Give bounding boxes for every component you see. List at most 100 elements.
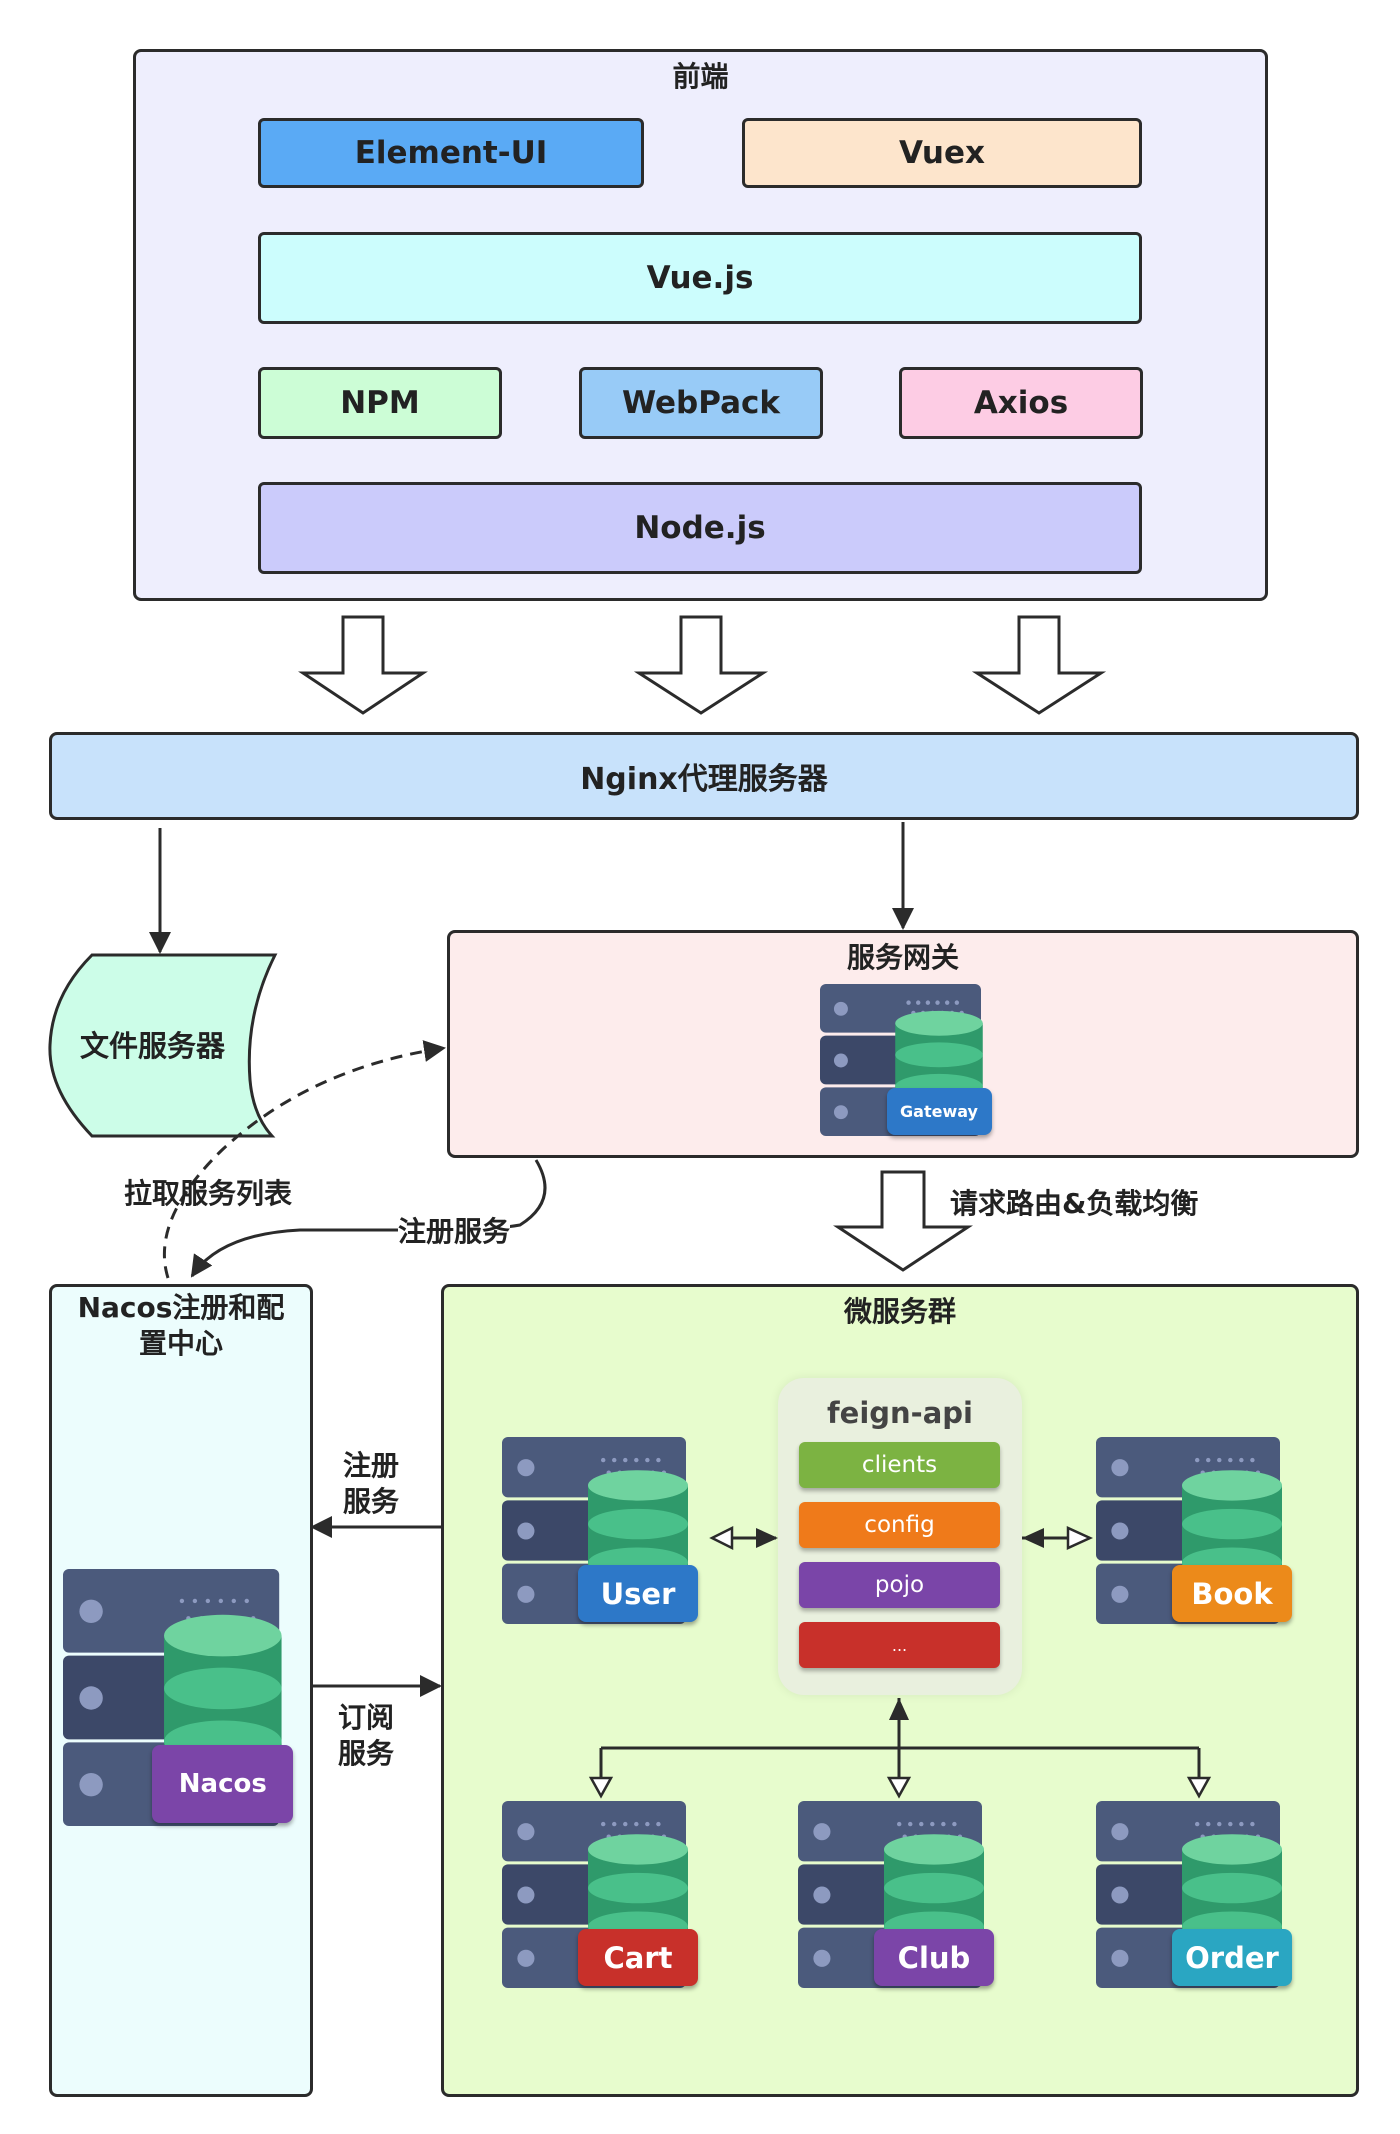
database-disk-icon [588, 1834, 688, 1865]
microservices-title: 微服务群 [843, 1295, 956, 1328]
database-disk-icon [588, 1470, 688, 1501]
club-server-icon: Club [798, 1800, 998, 1990]
server-led-icon [517, 1823, 535, 1841]
file-server-label: 文件服务器 [80, 1029, 226, 1063]
order-server-label: Order [1172, 1929, 1292, 1987]
server-vent-dot [656, 1457, 661, 1463]
server-led-icon [813, 1949, 831, 1967]
server-vent-dot [218, 1598, 224, 1604]
server-vent-dot [623, 1821, 628, 1827]
server-led-icon [517, 1585, 535, 1603]
server-led-icon [833, 1001, 848, 1016]
server-vent-dot [935, 1000, 940, 1005]
database-disk-icon [164, 1614, 282, 1657]
nodejs-box: Node.js [258, 482, 1142, 574]
arrow-pull-service-list [162, 1040, 446, 1279]
server-led-icon [79, 1772, 103, 1797]
server-vent-dot [601, 1821, 606, 1827]
arrow-down-order [1186, 1776, 1212, 1799]
server-vent-dot [1206, 1821, 1211, 1827]
cart-server-icon: Cart [502, 1800, 702, 1990]
database-disk-icon [1182, 1834, 1282, 1865]
nacos-title: Nacos注册和配 置中心 [49, 1290, 313, 1362]
register-label-line1: 注册 [343, 1449, 400, 1482]
feign-pojo: pojo [799, 1562, 1000, 1608]
server-vent-dot [930, 1821, 935, 1827]
arrow-feign-book [1022, 1526, 1094, 1550]
server-vent-dot [656, 1821, 661, 1827]
database-disk-icon [1182, 1872, 1282, 1904]
server-led-icon [79, 1686, 103, 1710]
server-vent-dot [925, 1000, 931, 1005]
element-ui-box: Element-UI [258, 118, 644, 188]
register-label-line2: 服务 [343, 1485, 400, 1518]
nacos-server-label: Nacos [152, 1744, 294, 1823]
register-label: 注册 服务 [343, 1448, 399, 1520]
server-vent-dot [634, 1457, 639, 1463]
cart-server-label: Cart [578, 1929, 698, 1987]
server-vent-dot [205, 1598, 211, 1604]
server-vent-dot [1217, 1821, 1222, 1827]
server-led-icon [1111, 1886, 1129, 1904]
arrow-up-to-feign [889, 1698, 909, 1720]
database-disk-icon [1182, 1470, 1282, 1501]
server-vent-dot [1217, 1457, 1222, 1463]
server-vent-dot [634, 1821, 639, 1827]
server-vent-dot [944, 1000, 950, 1005]
npm-box: NPM [258, 367, 502, 439]
gateway-title: 服务网关 [846, 941, 959, 974]
database-disk-icon [884, 1834, 984, 1865]
nacos-title-line1: Nacos注册和配 [77, 1291, 285, 1324]
subscribe-label: 订阅 服务 [338, 1700, 394, 1772]
server-vent-dot [897, 1821, 902, 1827]
gateway-server-label: Gateway [886, 1088, 992, 1135]
database-disk-icon [895, 1042, 983, 1068]
server-led-icon [517, 1949, 535, 1967]
gateway-server-icon: Gateway [820, 983, 995, 1138]
server-led-icon [517, 1886, 535, 1904]
database-disk-icon [895, 1010, 983, 1036]
server-vent-dot [916, 1000, 921, 1005]
book-server-label: Book [1172, 1565, 1292, 1623]
database-disk-icon [1182, 1508, 1282, 1540]
server-vent-dot [231, 1598, 236, 1604]
server-led-icon [1111, 1823, 1129, 1841]
server-vent-dot [919, 1821, 924, 1827]
server-vent-dot [954, 1000, 960, 1005]
server-vent-dot [1195, 1821, 1200, 1827]
arrow-down-club [886, 1776, 912, 1799]
feign-api-title: feign-api [827, 1396, 973, 1430]
server-vent-dot [623, 1457, 628, 1463]
vuejs-box: Vue.js [258, 232, 1142, 324]
server-led-icon [833, 1053, 848, 1068]
server-led-icon [813, 1886, 831, 1904]
server-led-icon [1111, 1949, 1129, 1967]
server-vent-dot [941, 1821, 946, 1827]
server-vent-dot [1239, 1457, 1244, 1463]
server-vent-dot [1250, 1457, 1255, 1463]
user-server-icon: User [502, 1436, 702, 1626]
axios-box: Axios [899, 367, 1143, 439]
request-routing-label: 请求路由&负载均衡 [950, 1187, 1199, 1220]
file-server-shape [48, 953, 278, 1138]
server-led-icon [79, 1599, 103, 1624]
server-vent-dot [952, 1821, 957, 1827]
server-vent-dot [1250, 1821, 1255, 1827]
server-led-icon [517, 1459, 535, 1477]
server-vent-dot [645, 1457, 650, 1463]
server-vent-dot [1206, 1457, 1211, 1463]
feign-clients: clients [799, 1442, 1000, 1488]
server-vent-dot [906, 1000, 911, 1005]
nacos-server-icon: Nacos [63, 1568, 298, 1828]
server-led-icon [1111, 1522, 1129, 1540]
arrow-down-cart [588, 1776, 614, 1799]
database-disk-icon [884, 1872, 984, 1904]
vuex-box: Vuex [742, 118, 1142, 188]
feign-more: ... [799, 1622, 1000, 1668]
hollow-arrow-routing [833, 1170, 973, 1272]
server-led-icon [517, 1522, 535, 1540]
book-server-icon: Book [1096, 1436, 1296, 1626]
server-vent-dot [179, 1598, 185, 1604]
database-disk-icon [588, 1508, 688, 1540]
server-vent-dot [612, 1821, 617, 1827]
